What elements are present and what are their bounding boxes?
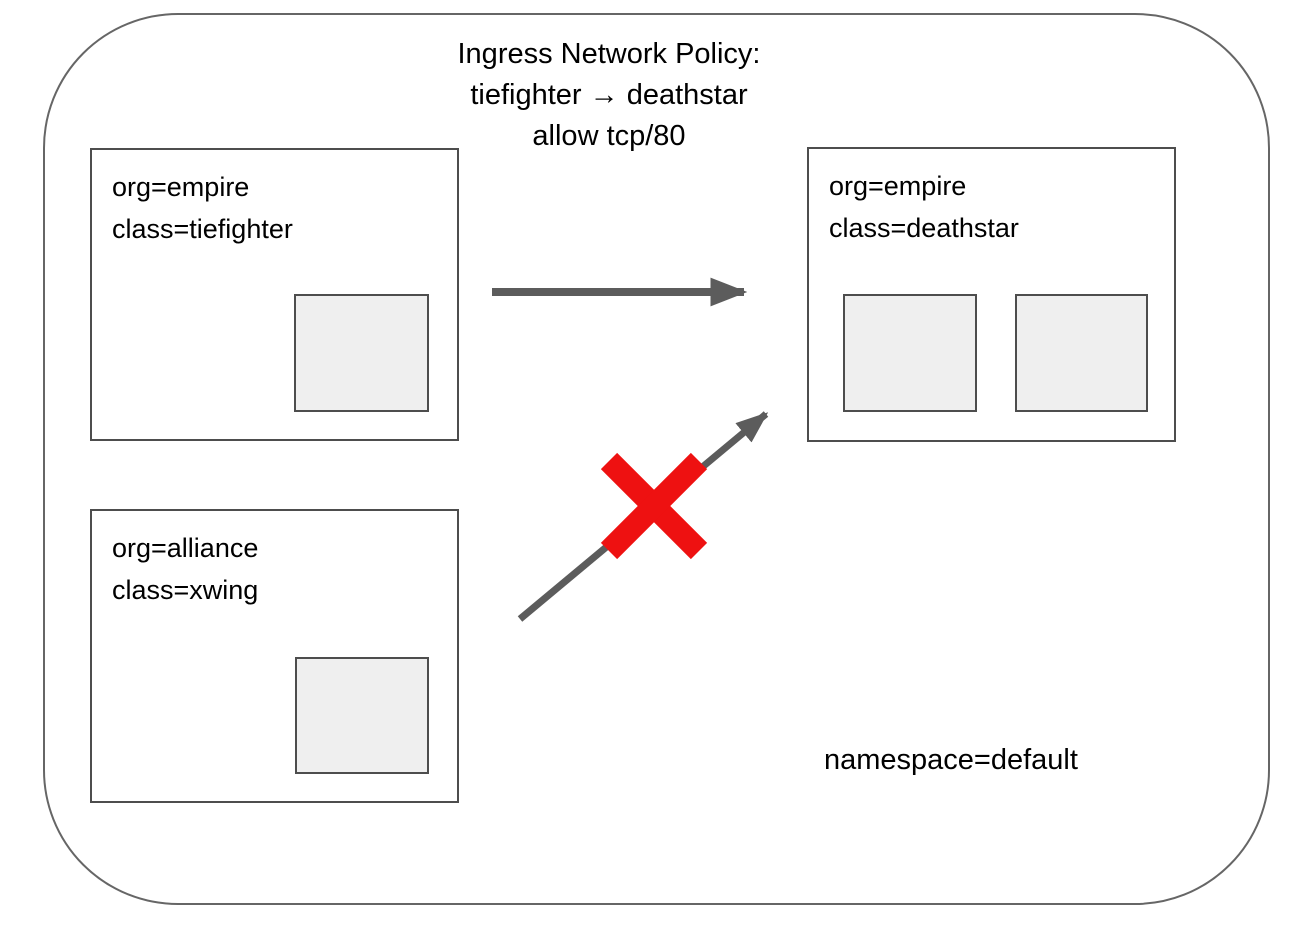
xwing-pod <box>295 657 429 774</box>
node-tiefighter-label: org=empire class=tiefighter <box>92 150 457 250</box>
node-xwing-label: org=alliance class=xwing <box>92 511 457 611</box>
deathstar-pod-1 <box>843 294 977 412</box>
node-xwing: org=alliance class=xwing <box>90 509 459 803</box>
namespace-boundary <box>43 13 1270 905</box>
xwing-org-label: org=alliance <box>112 533 259 563</box>
deathstar-pod-2 <box>1015 294 1148 412</box>
tiefighter-org-label: org=empire <box>112 172 250 202</box>
tiefighter-class-label: class=tiefighter <box>112 214 293 244</box>
node-tiefighter: org=empire class=tiefighter <box>90 148 459 441</box>
deathstar-org-label: org=empire <box>829 171 967 201</box>
node-deathstar: org=empire class=deathstar <box>807 147 1176 442</box>
title-line-allow: allow tcp/80 <box>532 120 686 152</box>
title-line-route: tiefighter → deathstar <box>470 79 748 111</box>
namespace-label: namespace=default <box>824 744 1078 776</box>
node-deathstar-label: org=empire class=deathstar <box>809 149 1174 249</box>
deathstar-class-label: class=deathstar <box>829 213 1019 243</box>
diagram-title: Ingress Network Policy: tiefighter → dea… <box>334 34 884 157</box>
tiefighter-pod <box>294 294 429 412</box>
xwing-class-label: class=xwing <box>112 575 259 605</box>
title-line-policy: Ingress Network Policy: <box>457 38 761 70</box>
